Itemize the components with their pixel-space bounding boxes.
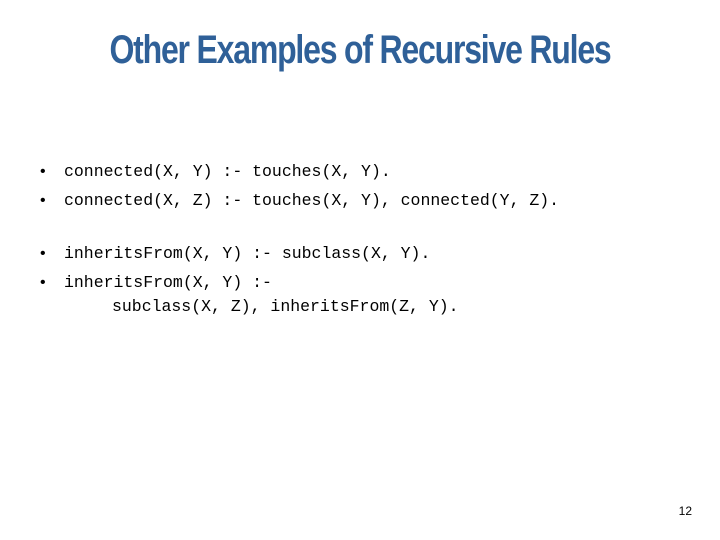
bullet-marker: • [40, 163, 46, 180]
bullet-list: • connected(X, Y) :- touches(X, Y). • co… [40, 160, 700, 327]
bullet-continuation: subclass(X, Z), inheritsFrom(Z, Y). [112, 297, 459, 316]
bullet-item: • inheritsFrom(X, Y) :- subclass(X, Y). [40, 242, 700, 271]
bullet-spacer [40, 218, 700, 242]
bullet-body: inheritsFrom(X, Y) :- subclass(X, Z), in… [64, 271, 459, 319]
slide-title: Other Examples of Recursive Rules [109, 28, 611, 72]
bullet-item: • connected(X, Z) :- touches(X, Y), conn… [40, 189, 700, 218]
bullet-text: connected(X, Y) :- touches(X, Y). [64, 162, 391, 181]
bullet-marker: • [40, 192, 46, 209]
bullet-text: inheritsFrom(X, Y) :- subclass(X, Y). [64, 244, 431, 263]
bullet-item: • connected(X, Y) :- touches(X, Y). [40, 160, 700, 189]
bullet-marker: • [40, 245, 46, 262]
page-number: 12 [678, 504, 692, 518]
bullet-text: connected(X, Z) :- touches(X, Y), connec… [64, 191, 560, 210]
bullet-marker: • [40, 274, 46, 291]
bullet-item: • inheritsFrom(X, Y) :- subclass(X, Z), … [40, 271, 700, 327]
bullet-text: inheritsFrom(X, Y) :- [64, 273, 272, 292]
